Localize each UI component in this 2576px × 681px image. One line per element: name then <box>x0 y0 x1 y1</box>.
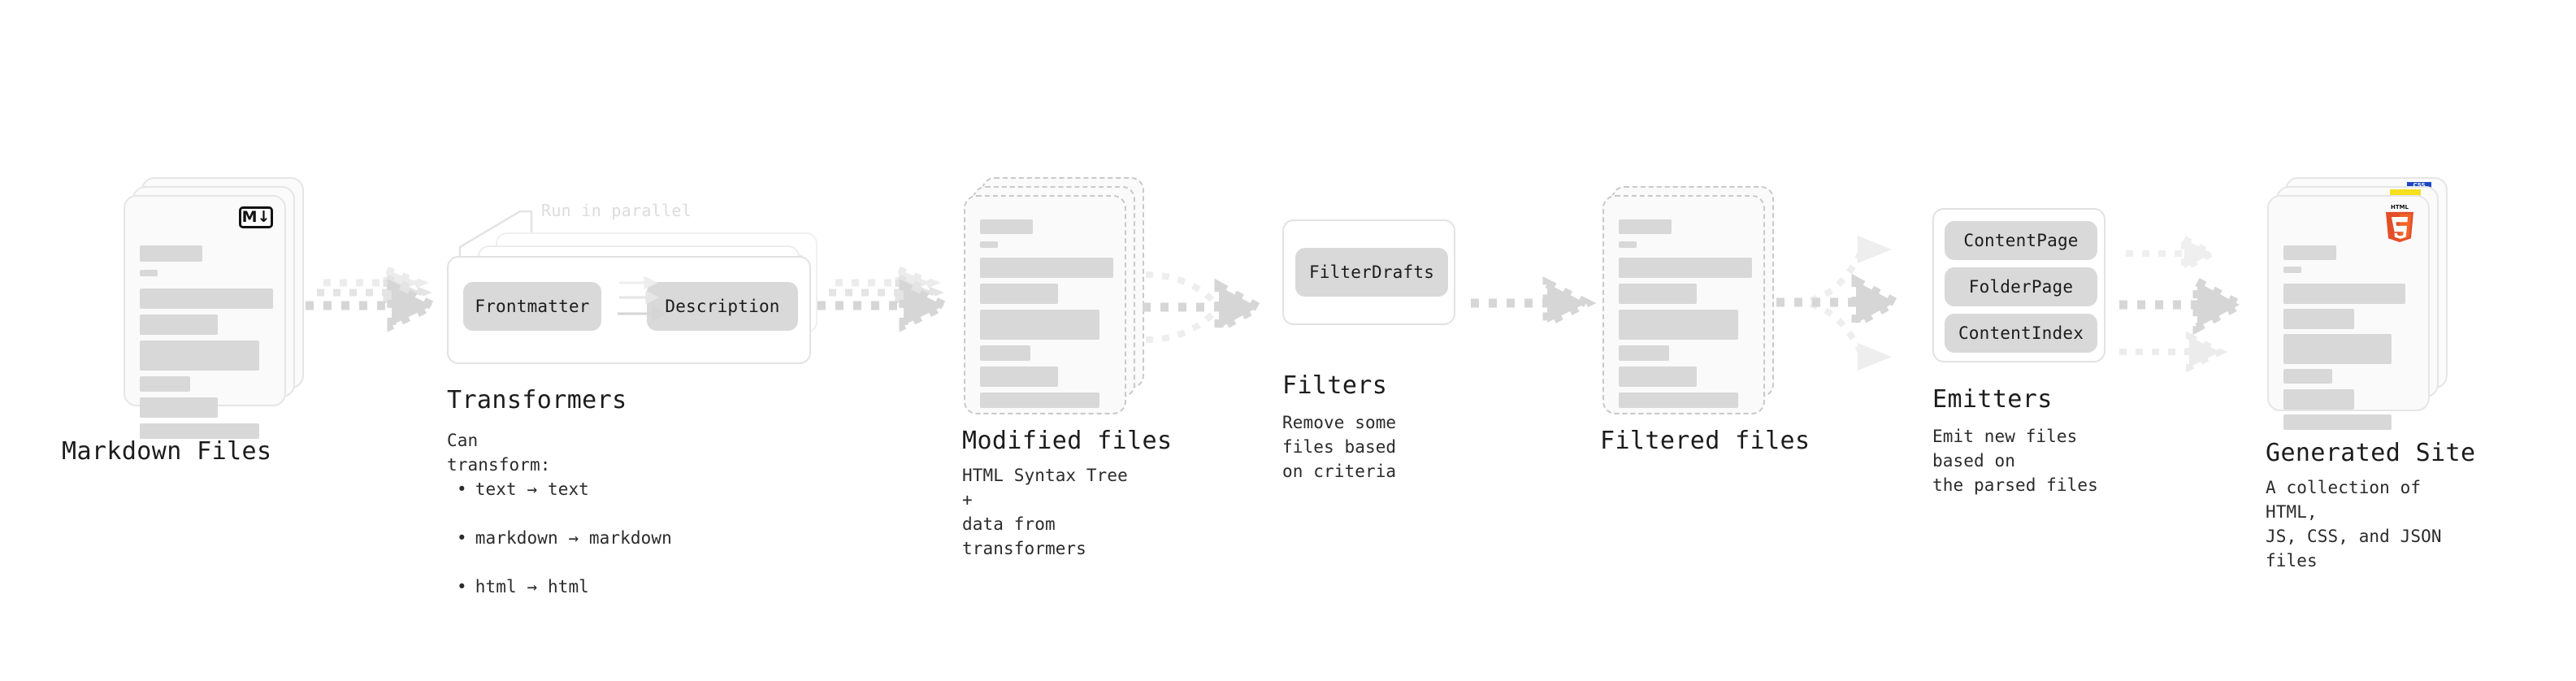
skeleton-bar <box>2283 334 2392 364</box>
connector-modified-to-filters <box>1143 271 1268 343</box>
skeleton-bar <box>2283 414 2392 430</box>
stage-generated-site: CSS HTML <box>2266 177 2475 570</box>
emitter-chip-contentindex[interactable]: ContentIndex <box>1945 314 2097 353</box>
connector-filtered-to-emitters <box>1776 236 1905 371</box>
skeleton-bar <box>980 393 1099 408</box>
generated-site-stack: CSS HTML <box>2267 177 2448 430</box>
skeleton-bar <box>1619 393 1738 408</box>
emitter-chip-contentpage[interactable]: ContentPage <box>1945 221 2097 260</box>
skeleton-bar <box>980 258 1113 278</box>
markdown-file-stack: M↓ M↓ M↓ <box>124 177 304 439</box>
skeleton-bar <box>140 376 190 392</box>
connector-emitters-to-site <box>2119 233 2249 373</box>
stage-desc-emitters: Emit new files based on the parsed files <box>1932 427 2098 495</box>
stage-filtered-files: Filtered files <box>1600 186 1810 455</box>
filtered-file-stack <box>1602 186 1774 414</box>
emitter-chip-folderpage[interactable]: FolderPage <box>1945 267 2097 306</box>
stage-title-generated-site: Generated Site <box>2266 439 2476 467</box>
stage-emitters: ContentPage FolderPage ContentIndex Emit… <box>1932 195 2105 495</box>
stage-title-modified-files: Modified files <box>962 427 1173 455</box>
stage-title-filters: Filters <box>1282 371 1388 400</box>
stage-title-markdown-files: Markdown Files <box>62 437 272 466</box>
skeleton-bar <box>980 284 1058 304</box>
skeleton-bar <box>1619 241 1637 248</box>
stage-desc-modified-files: HTML Syntax Tree + data from transformer… <box>962 466 1128 558</box>
skeleton-bar <box>1619 284 1697 304</box>
skeleton-bar <box>140 397 218 418</box>
transform-item: text → text <box>457 477 672 501</box>
skeleton-bar <box>2283 369 2332 384</box>
skeleton-bar <box>140 288 273 309</box>
transform-item: markdown → markdown <box>457 526 672 550</box>
connector-filters-to-filtered <box>1471 276 1597 330</box>
skeleton-bar <box>140 314 218 335</box>
skeleton-bar <box>2283 267 2301 273</box>
skeleton-bar <box>980 345 1030 361</box>
stage-title-emitters: Emitters <box>1932 385 2053 414</box>
skeleton-bar <box>140 270 158 276</box>
skeleton-bar <box>140 423 259 439</box>
markdown-sheet-front: M↓ <box>124 195 286 439</box>
skeleton-bar <box>2283 245 2336 260</box>
transform-item: html → html <box>457 575 672 599</box>
html5-icon: HTML <box>2383 203 2417 242</box>
modified-sheet-front <box>964 195 1126 414</box>
connector-transformers-to-modified <box>817 264 955 332</box>
stage-desc-generated-site: A collection of HTML, JS, CSS, and JSON … <box>2266 478 2442 570</box>
filtered-sheet-front <box>1602 195 1765 414</box>
skeleton-bar <box>1619 310 1738 340</box>
svg-text:HTML: HTML <box>2391 204 2409 210</box>
skeleton-bar <box>980 219 1033 234</box>
emitters-box: ContentPage FolderPage ContentIndex <box>1932 208 2105 362</box>
stage-title-filtered-files: Filtered files <box>1600 427 1811 455</box>
skeleton-bar <box>980 310 1099 340</box>
skeleton-bar <box>2283 284 2405 304</box>
transformer-chip-frontmatter[interactable]: Frontmatter <box>463 282 601 331</box>
skeleton-bar <box>1619 367 1697 387</box>
transformer-frame-front: Frontmatter Description <box>447 256 811 364</box>
skeleton-bar <box>1619 219 1672 234</box>
skeleton-bar <box>140 340 259 371</box>
markdown-icon: M↓ <box>239 206 273 228</box>
stage-title-transformers: Transformers <box>447 386 627 414</box>
stage-filters: FilterDrafts Filters Remove some files b… <box>1282 195 1455 481</box>
connector-markdown-to-transformers <box>306 264 443 332</box>
skeleton-bar <box>2283 309 2354 329</box>
transform-list: text → text markdown → markdown html → h… <box>457 453 672 623</box>
skeleton-bar <box>1619 258 1752 278</box>
skeleton-bar <box>980 241 998 248</box>
transformer-chip-description[interactable]: Description <box>647 282 798 331</box>
stage-desc-filters: Remove some files based on criteria <box>1282 413 1397 481</box>
site-sheet-html: HTML <box>2267 195 2430 430</box>
filters-box: FilterDrafts <box>1282 219 1455 325</box>
modified-file-stack <box>964 177 1144 414</box>
skeleton-bar <box>140 245 202 262</box>
stage-modified-files: Modified files HTML Syntax Tree + data f… <box>962 177 1172 558</box>
parallel-label: Run in parallel <box>541 201 692 220</box>
stage-desc-transformers: Can transform: <box>447 431 551 475</box>
filter-chip-filterdrafts[interactable]: FilterDrafts <box>1295 248 1448 297</box>
skeleton-bar <box>1619 345 1669 361</box>
skeleton-bar <box>2283 389 2354 410</box>
stage-markdown-files: M↓ M↓ M↓ Markdown Files <box>62 177 304 466</box>
skeleton-bar <box>980 367 1058 387</box>
